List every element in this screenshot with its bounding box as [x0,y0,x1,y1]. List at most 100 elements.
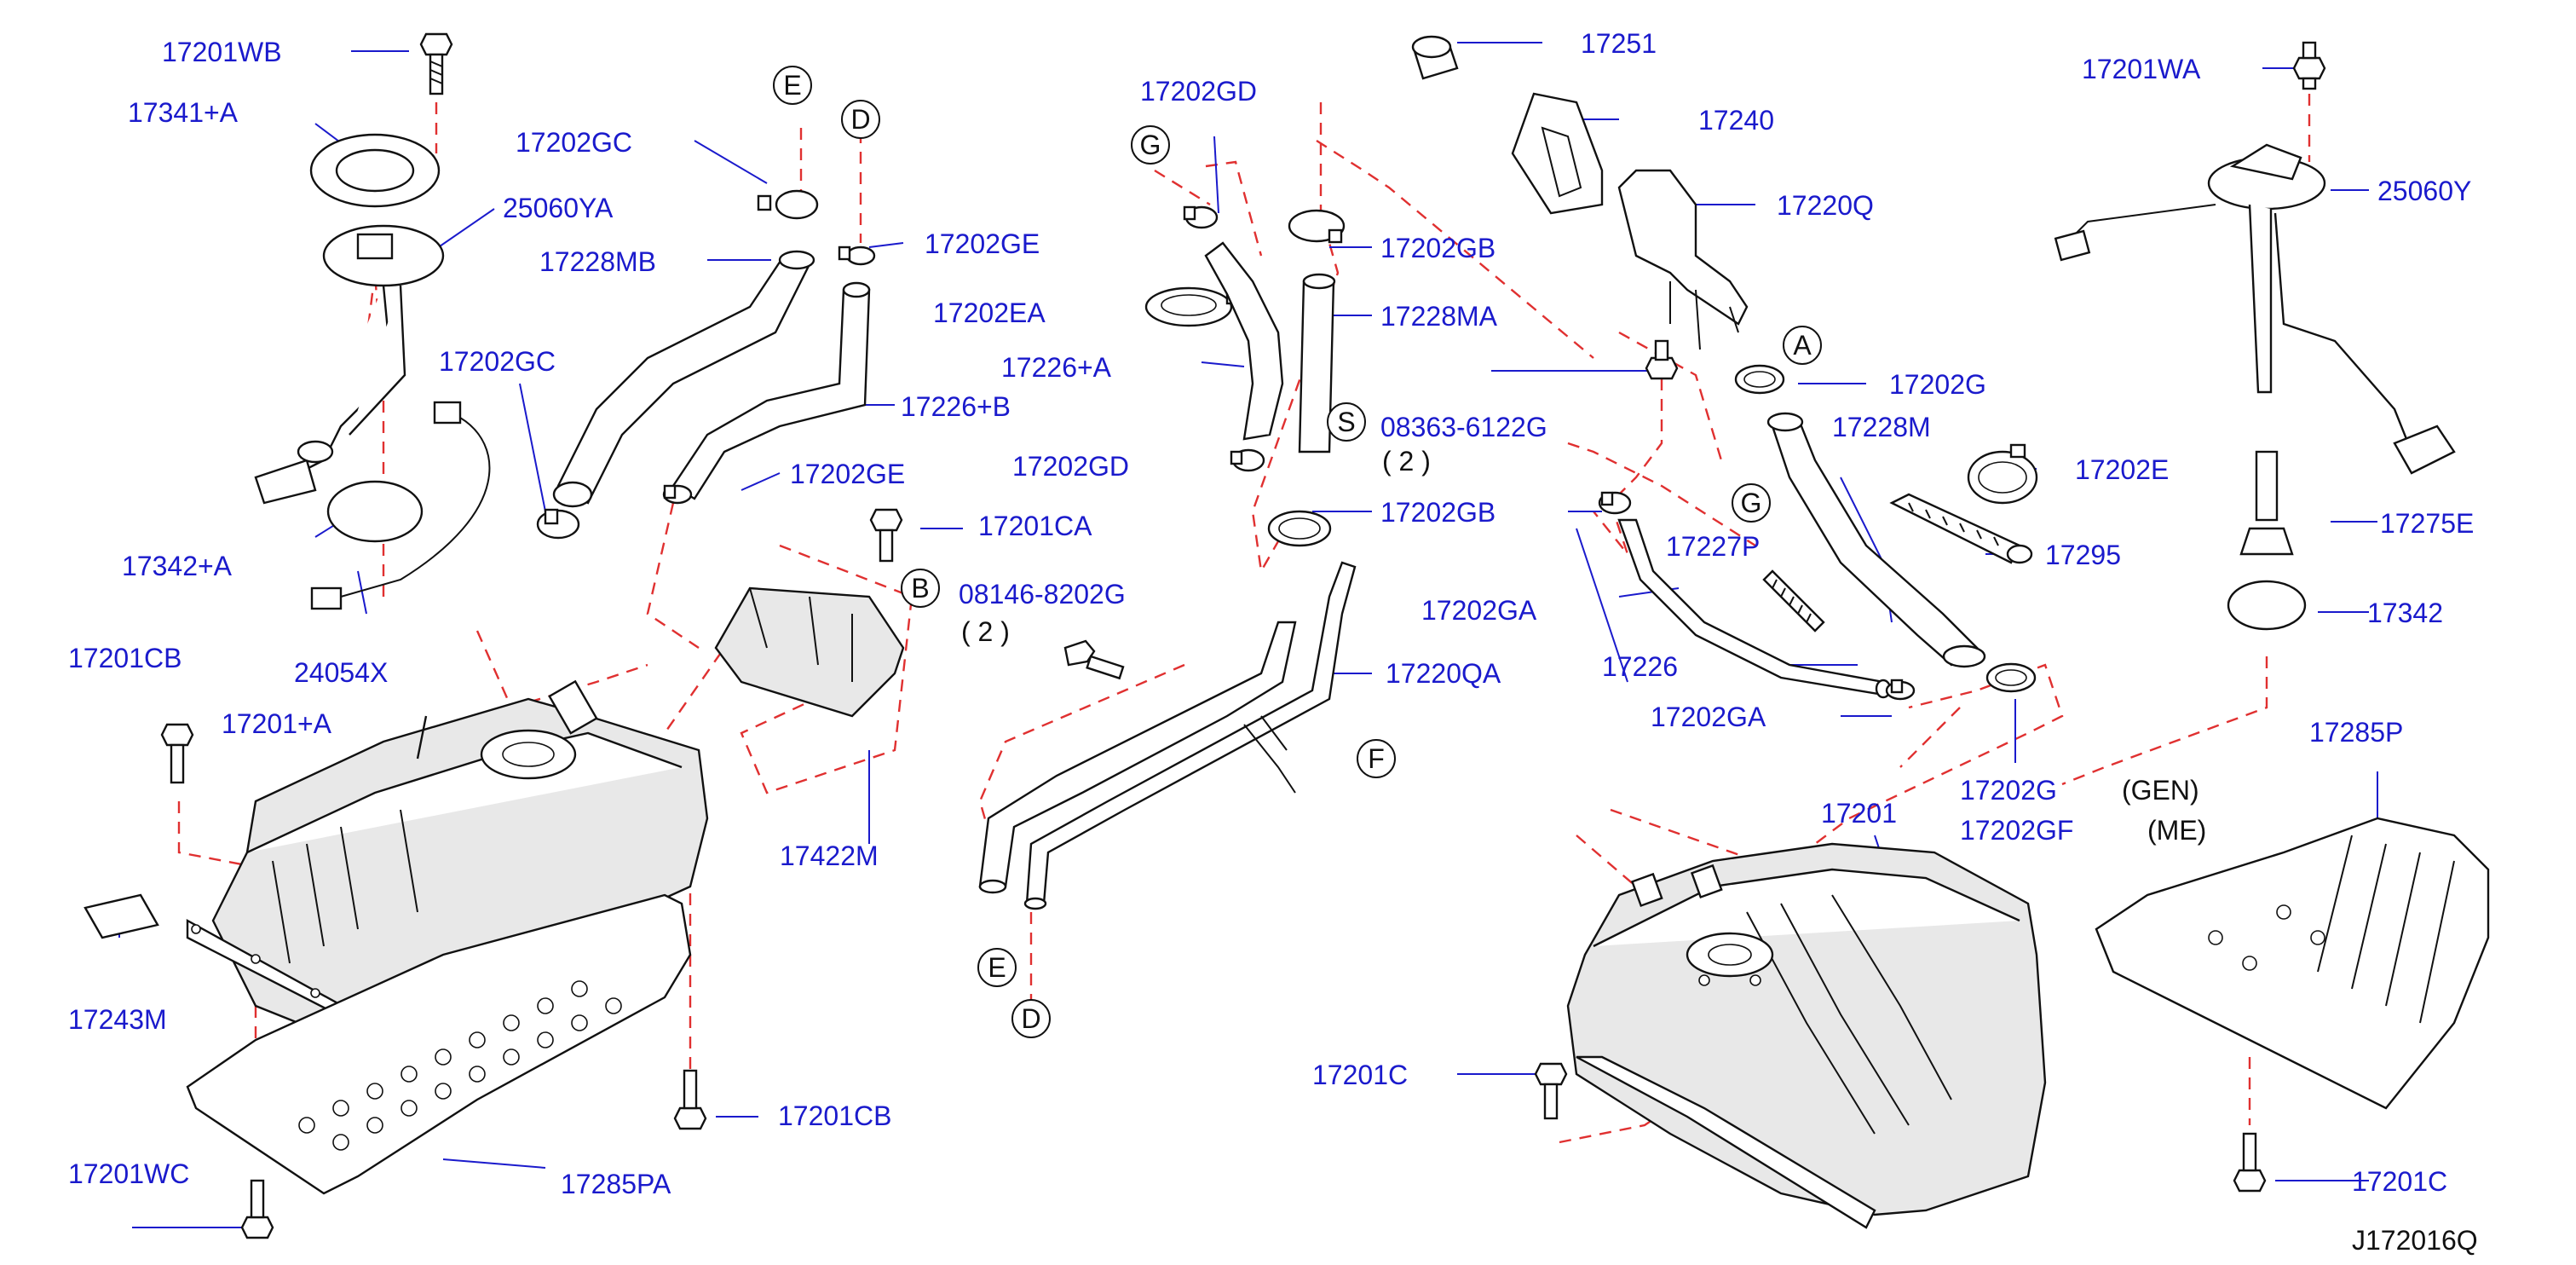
bolt-08363 [1645,339,1679,380]
hose-17228MB [552,250,815,508]
label-17220Q: 17220Q [1777,190,1874,221]
fuel-gauge-unit-25060YA [254,224,445,505]
label-25060Y: 25060Y [2377,176,2471,206]
qty-08363: ( 2 ) [1382,446,1431,477]
ref-circle-G-mid: G [1732,483,1771,523]
hose-17228MA [1298,273,1336,453]
label-17202GA-right: 17202GA [1651,702,1766,732]
clamp-17202GA-right [1885,679,1916,701]
clamp-17202GB-mid [1267,510,1332,547]
hose-17226B [671,281,871,500]
clamp-17202G-top [1734,364,1785,395]
clamp-17202GA-left [1598,491,1632,515]
ref-letter: D [1021,1003,1040,1034]
harness-24054X [310,401,491,610]
label-17202GD-top: 17202GD [1140,76,1257,107]
bolt-08146 [1063,639,1125,680]
label-17202E: 17202E [2075,454,2169,485]
clamp-17202GC-left [536,508,580,540]
bolt-17201WB [419,32,453,95]
label-17226A: 17226+A [1001,352,1112,383]
ref-circle-G-top: G [1131,125,1170,165]
bolt-17201C-left [1534,1062,1568,1120]
filler-tube-17220QA [978,561,1357,910]
gasket-17342 [2227,580,2307,631]
bolt-17201WC [240,1179,274,1239]
label-17202GE-mid: 17202GE [790,459,905,489]
protector-17285PA [186,893,692,1195]
ref-letter: D [850,104,870,135]
label-25060YA: 25060YA [503,193,614,223]
gasket-17341A [309,133,441,208]
label-17220QA: 17220QA [1386,658,1501,689]
label-17226: 17226 [1602,651,1678,682]
clamp-17202E [1967,443,2038,505]
ref-circle-F: F [1357,739,1396,778]
label-17202G-bottom: 17202G [1960,775,2057,806]
fuel-tank-17201A [186,679,709,1042]
qty-08146: ( 2 ) [961,616,1010,647]
clamp-17202EA [1144,286,1249,327]
clamp-17202G-bottom [1985,662,2037,693]
ref-circle-E-top: E [773,66,812,105]
protector-17422M [714,586,905,718]
fuel-tank-17201 [1566,842,2047,1229]
diagram-code: J172016Q [2352,1225,2478,1256]
label-17422M: 17422M [780,840,879,871]
clamp-17202GD-mid [1230,448,1265,472]
bolt-17201C-right [2233,1132,2267,1193]
clamp-17202GE-top [838,245,876,266]
label-17201C-right: 17201C [2352,1166,2447,1197]
label-17201: 17201 [1821,798,1897,829]
fuel-gauge-unit-25060Y [2054,143,2456,475]
ref-circle-D-top: D [841,100,880,139]
label-17275E: 17275E [2380,508,2474,539]
label-24054X: 24054X [294,657,388,688]
hose-17228M [1766,412,1986,668]
label-17201WA: 17201WA [2082,54,2201,84]
label-17201CB-bottom: 17201CB [778,1100,891,1131]
ref-letter: E [988,952,1006,983]
clamp-17202GC-top [757,189,819,220]
filler-neck-17220Q [1617,169,1749,350]
variant-me: (ME) [2147,815,2206,846]
label-17201A: 17201+A [222,708,332,739]
label-17201WC: 17201WC [68,1158,189,1189]
cap-17251 [1411,35,1459,80]
label-17202GA-left: 17202GA [1421,595,1537,626]
part-labels: 17201WB 17341+A 25060YA 17228MB 17202GC … [68,28,2474,1199]
label-17201CB-left: 17201CB [68,643,182,673]
bolt-17201CA [869,508,903,563]
hose-17226 [1617,518,1892,699]
label-17202GB-top: 17202GB [1380,233,1495,263]
gasket-17342A [326,480,424,543]
label-17227P: 17227P [1666,531,1760,562]
bolt-17201WA [2292,41,2326,90]
label-17202GC-top: 17202GC [516,127,632,158]
clamp-17202GB-top [1288,209,1346,244]
hose-17227P [1762,569,1825,632]
ref-circle-E-bottom: E [977,948,1017,987]
label-17202GF: 17202GF [1960,815,2073,846]
protector-17285P [2095,817,2490,1110]
ref-letter: A [1793,330,1812,361]
bolt-17201CB-left [160,723,194,784]
hose-17226A [1204,241,1284,441]
ref-circle-D-bottom: D [1011,999,1051,1038]
seal-17240 [1511,92,1604,215]
label-08146: 08146-8202G [959,579,1126,609]
ref-circle-A: A [1783,326,1822,365]
ref-letter: G [1140,130,1161,160]
label-17295: 17295 [2045,540,2121,570]
filter-17275E [2239,450,2294,556]
clamp-17202GE-mid [662,484,693,505]
label-17202GE-top: 17202GE [925,228,1040,259]
label-17202G-top: 17202G [1889,369,1986,400]
clamp-17202GD-top [1183,205,1219,229]
label-17341A: 17341+A [128,97,239,128]
label-17342A: 17342+A [122,551,233,581]
ref-letter: G [1741,488,1762,518]
ref-circle-B: B [901,569,940,608]
label-17243M: 17243M [68,1004,167,1035]
